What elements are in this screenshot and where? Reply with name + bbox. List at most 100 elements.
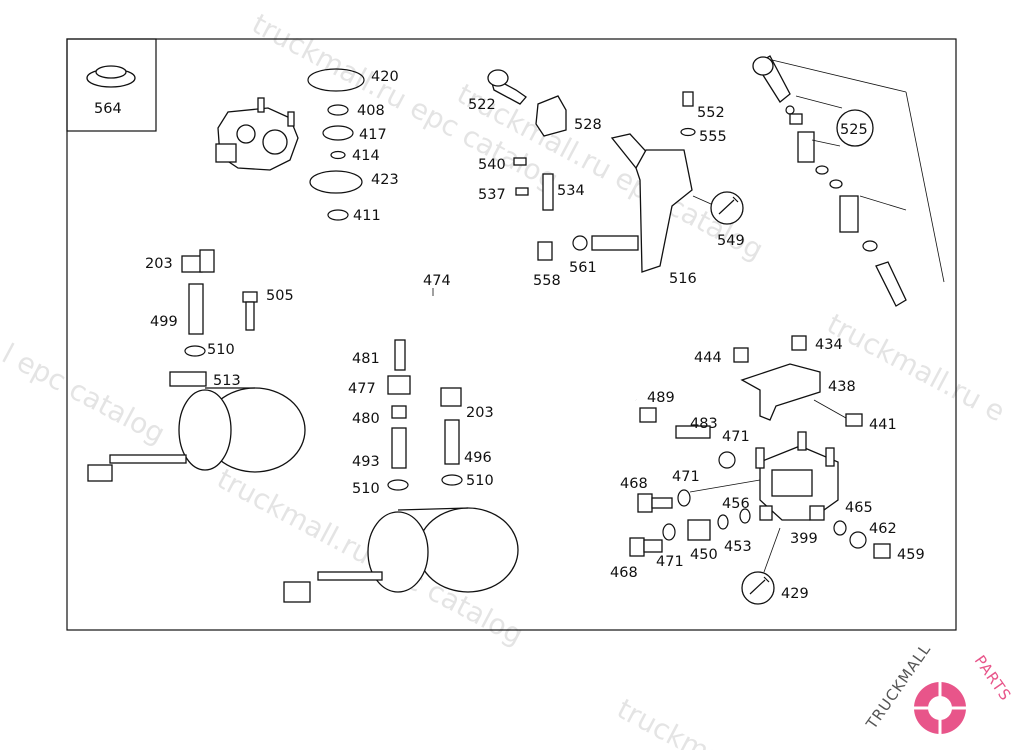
push-rod (109, 454, 187, 464)
part-label: 474 (423, 273, 451, 289)
ring (829, 179, 843, 189)
part-label: 499 (150, 314, 178, 330)
brake-chamber-body (417, 507, 519, 593)
part-label: 505 (266, 288, 294, 304)
bracket-438 (740, 363, 821, 421)
pin-537 (515, 187, 529, 196)
watermark-text: truckmall.ru e (822, 307, 1011, 428)
nipple-481 (394, 339, 406, 371)
gear-icon-teeth (908, 676, 972, 740)
port-plug (809, 505, 825, 521)
part-label: 468 (620, 476, 648, 492)
part-label: 471 (672, 469, 700, 485)
plug-468 (637, 493, 653, 513)
push-rod (317, 571, 383, 581)
leader-line (811, 139, 841, 147)
part-label: 525 (840, 122, 868, 138)
leader-line (771, 59, 907, 93)
leader-line (689, 479, 761, 493)
hand-brake-valve-assembly: 522 528 552 555 540 537 534 549 558 561 … (468, 69, 745, 289)
valve-port (215, 143, 237, 163)
part-label: 483 (690, 416, 718, 432)
nut-444 (733, 347, 749, 363)
center-brake-chamber-assembly: 481 477 480 493 510 203 496 510 (283, 339, 519, 603)
part-label: 438 (828, 379, 856, 395)
part-label: 203 (145, 256, 173, 272)
part-label: 534 (557, 183, 585, 199)
part-label: 540 (478, 157, 506, 173)
part-label: 528 (574, 117, 602, 133)
leader-line (813, 399, 847, 419)
washer-510 (441, 474, 463, 486)
part-label: 399 (790, 531, 818, 547)
plug-450 (687, 519, 711, 541)
relay-valve-assembly: 444 434 438 441 483 471 471 468 456 465 … (610, 335, 925, 605)
fitting-489 (639, 407, 657, 423)
part-label: 429 (781, 586, 809, 602)
wrench-icon (710, 191, 744, 225)
part-label: 411 (353, 208, 381, 224)
part-label: 552 (697, 105, 725, 121)
washer-561 (572, 235, 588, 251)
washer-555 (680, 127, 696, 137)
part-label: 549 (717, 233, 745, 249)
leader-line (795, 95, 843, 109)
knob-522-head (487, 69, 509, 87)
part-label: 496 (464, 450, 492, 466)
part-label: 203 (466, 405, 494, 421)
part-label: 453 (724, 539, 752, 555)
valve-nipple (257, 97, 265, 113)
part-label: 537 (478, 187, 506, 203)
o-ring (862, 240, 878, 252)
bolt-441 (845, 413, 863, 427)
valve-nipple (825, 447, 835, 467)
part-label: 564 (94, 101, 122, 117)
sleeve-480 (391, 405, 407, 419)
hose-474: 474 489 (396, 273, 675, 423)
wrench-icon-glyph (718, 196, 739, 215)
truckmall-parts-logo: TRUCKMALL PARTS (862, 640, 1015, 740)
banjo-bolt-558 (537, 241, 553, 261)
diagram-frame (66, 38, 957, 631)
left-brake-chamber-assembly: 203 499 505 510 513 (87, 249, 306, 482)
part-label: 408 (357, 103, 385, 119)
screw-552 (682, 91, 694, 107)
pin-540 (513, 157, 527, 166)
part-label: 444 (694, 350, 722, 366)
wrench-icon-glyph (749, 576, 770, 595)
handle-knob-head (752, 56, 774, 76)
brake-chamber-diaphragm (178, 389, 232, 471)
connector-499 (188, 283, 204, 335)
fitting-483 (675, 425, 711, 439)
part-label: 441 (869, 417, 897, 433)
piston (839, 195, 859, 233)
valve-boss (262, 129, 288, 155)
inset-box (66, 38, 157, 132)
watermark-text: truckma (612, 692, 730, 750)
part-label: 459 (897, 547, 925, 563)
part-label: 465 (845, 500, 873, 516)
plug-468-shank (643, 539, 663, 553)
part-label: 480 (352, 411, 380, 427)
part-label: 456 (722, 496, 750, 512)
part-label: 423 (371, 172, 399, 188)
valve-nipple (755, 447, 765, 469)
part-label: 417 (359, 127, 387, 143)
seal-414 (330, 150, 346, 160)
seal-417 (322, 125, 354, 141)
hose-outline (397, 289, 637, 401)
part-label: 471 (722, 429, 750, 445)
part-label: 510 (352, 481, 380, 497)
washer-471 (662, 523, 676, 541)
washer (677, 489, 691, 507)
leader-line (692, 195, 712, 205)
part-label: 477 (348, 381, 376, 397)
connector-493 (391, 427, 407, 469)
plug-468-shank (651, 497, 673, 509)
valve-assembly-top: 420 408 417 414 423 411 (215, 68, 399, 224)
leader-line (859, 195, 907, 211)
seal-ring-420 (307, 68, 365, 92)
leader-line (763, 527, 781, 573)
clevis (87, 464, 113, 482)
